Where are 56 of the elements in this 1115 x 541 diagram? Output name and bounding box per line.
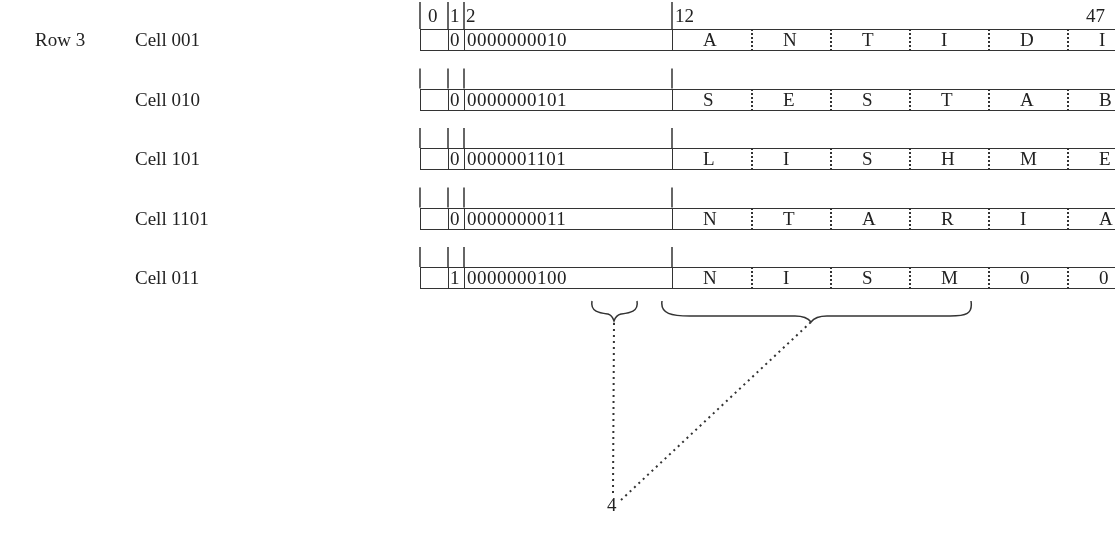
character-field: E xyxy=(751,88,830,111)
cell-label: Cell 1101 xyxy=(135,207,209,230)
bit-number: 12 xyxy=(675,5,694,27)
bit-number: 1 xyxy=(450,5,460,27)
character-field: H xyxy=(909,148,988,170)
character-field: 0 xyxy=(1067,267,1115,289)
bit-value: 0 xyxy=(448,207,464,230)
leader-line xyxy=(620,321,812,501)
bit-value: 0 xyxy=(448,29,464,51)
character-field: B xyxy=(1067,88,1115,111)
bit-number: 0 xyxy=(428,5,438,27)
character-field: I xyxy=(1067,29,1115,51)
character-field: T xyxy=(751,207,830,230)
character-field: M xyxy=(988,148,1067,170)
cell-label: Cell 010 xyxy=(135,88,200,111)
character-field: S xyxy=(672,88,751,111)
character-field: S xyxy=(830,267,909,289)
character-field: T xyxy=(830,29,909,51)
character-field: N xyxy=(751,29,830,51)
character-field: A xyxy=(1067,207,1115,230)
curly-brace xyxy=(661,300,973,323)
character-field: A xyxy=(988,88,1067,111)
character-field: S xyxy=(830,148,909,170)
bit-value: 0 xyxy=(448,148,464,170)
curly-brace xyxy=(591,300,638,322)
cell-label: Cell 011 xyxy=(135,267,200,289)
row-label: Row 3 xyxy=(35,29,86,51)
binary-field: 0000000010 xyxy=(464,29,672,51)
binary-field: 0000000100 xyxy=(464,267,672,289)
character-field: N xyxy=(672,207,751,230)
character-field: A xyxy=(672,29,751,51)
character-field: E xyxy=(1067,148,1115,170)
leader-line xyxy=(612,321,615,494)
character-field: L xyxy=(672,148,751,170)
cell-label: Cell 001 xyxy=(135,29,200,51)
character-field: I xyxy=(751,148,830,170)
binary-field: 0000000011 xyxy=(464,207,672,230)
character-field: I xyxy=(751,267,830,289)
bit-value: 0 xyxy=(448,88,464,111)
character-field: N xyxy=(672,267,751,289)
bit-value: 1 xyxy=(448,267,464,289)
callout-number: 4 xyxy=(607,494,617,516)
character-field: T xyxy=(909,88,988,111)
binary-field: 0000001101 xyxy=(464,148,672,170)
character-field: I xyxy=(988,207,1067,230)
character-field: I xyxy=(909,29,988,51)
character-field: D xyxy=(988,29,1067,51)
binary-field: 0000000101 xyxy=(464,88,672,111)
character-field: M xyxy=(909,267,988,289)
cell-label: Cell 101 xyxy=(135,148,200,170)
character-field: A xyxy=(830,207,909,230)
bit-number: 47 xyxy=(1086,5,1105,27)
character-field: S xyxy=(830,88,909,111)
character-field: R xyxy=(909,207,988,230)
bit-number: 2 xyxy=(466,5,476,27)
character-field: 0 xyxy=(988,267,1067,289)
